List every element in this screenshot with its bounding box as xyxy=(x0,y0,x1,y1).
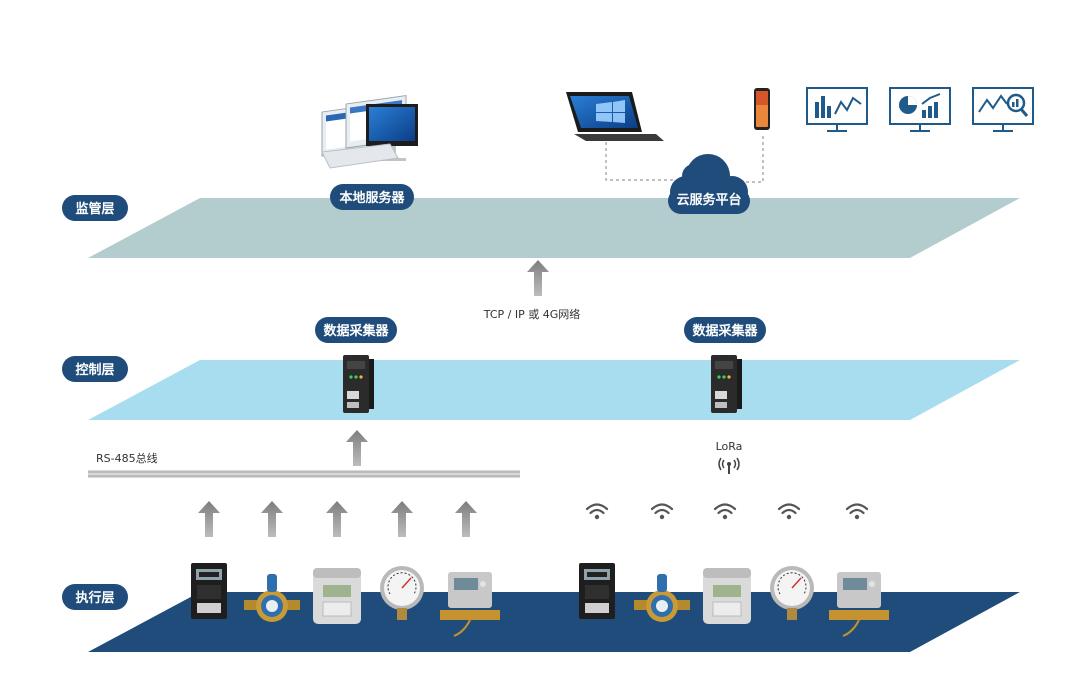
wifi-icon xyxy=(777,503,801,521)
wifi-icon xyxy=(585,503,609,521)
bar-line-chart-monitor-icon xyxy=(806,87,868,132)
collector-left-device xyxy=(343,355,374,413)
meter-up-arrow xyxy=(261,501,283,537)
antenna-icon xyxy=(718,457,740,474)
wifi-icon xyxy=(713,503,737,521)
collector-right-device xyxy=(711,355,742,413)
collector-right-label: 数据采集器 xyxy=(684,317,766,343)
pie-trend-chart-monitor-icon xyxy=(889,87,951,132)
local-server-label: 本地服务器 xyxy=(330,184,414,210)
network-link-label: TCP / IP 或 4G网络 xyxy=(483,307,580,321)
svg-text:控制层: 控制层 xyxy=(75,362,114,378)
svg-text:数据采集器: 数据采集器 xyxy=(323,323,389,339)
meter-up-arrow xyxy=(391,501,413,537)
meter-up-arrow xyxy=(326,501,348,537)
electric-meter-icon xyxy=(191,563,227,619)
control-layer-label: 控制层 xyxy=(62,356,128,382)
lora-label: LoRa xyxy=(716,440,743,453)
control-layer-plane xyxy=(88,360,1020,420)
rs485-bus-label: RS-485总线 xyxy=(96,451,158,465)
phone-icon xyxy=(754,88,770,130)
meter-up-arrow xyxy=(198,501,220,537)
cloud-icon xyxy=(668,154,750,214)
wifi-icon xyxy=(845,503,869,521)
gas-meter-icon xyxy=(312,567,362,625)
collector-left-label: 数据采集器 xyxy=(315,317,397,343)
execution-layer-label: 执行层 xyxy=(62,584,128,610)
svg-text:本地服务器: 本地服务器 xyxy=(339,190,405,206)
svg-text:数据采集器: 数据采集器 xyxy=(692,323,758,339)
laptop-cloud-connector xyxy=(605,142,676,181)
supervision-layer-label: 监管层 xyxy=(62,195,128,221)
line-analysis-chart-monitor-icon xyxy=(972,87,1034,132)
gas-meter-icon xyxy=(702,567,752,625)
rs485-bus-line xyxy=(88,470,520,478)
wifi-icon xyxy=(650,503,674,521)
laptop-icon xyxy=(566,92,664,141)
svg-text:执行层: 执行层 xyxy=(75,590,114,606)
bus-to-collector-arrow xyxy=(346,430,368,466)
network-up-arrow xyxy=(527,260,549,296)
local-server-monitors-icon xyxy=(321,94,418,169)
svg-text:监管层: 监管层 xyxy=(75,201,114,217)
phone-cloud-connector xyxy=(738,136,764,183)
cloud-platform-label: 云服务平台 xyxy=(676,192,741,208)
electric-meter-icon xyxy=(579,563,615,619)
meter-up-arrow xyxy=(455,501,477,537)
supervision-layer-plane xyxy=(88,198,1020,258)
